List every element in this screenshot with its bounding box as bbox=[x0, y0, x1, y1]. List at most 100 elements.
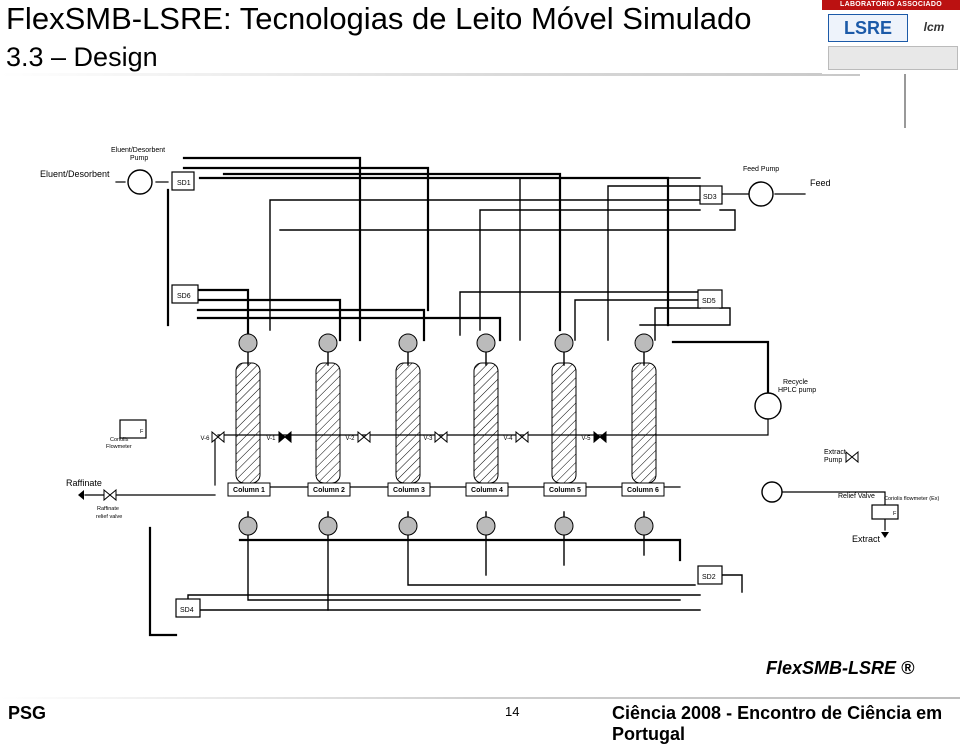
sd5-bus-3 bbox=[639, 307, 731, 326]
sd5-label: SD5 bbox=[702, 298, 716, 305]
valve-icon bbox=[357, 430, 371, 444]
coriolis-right-box bbox=[871, 504, 899, 520]
sd1-label: SD1 bbox=[177, 180, 191, 187]
feed-label: Feed bbox=[810, 178, 831, 188]
coriolis-left-label: Coriolis bbox=[110, 437, 129, 443]
sd3-label: SD3 bbox=[703, 194, 717, 201]
feed-bus-5 bbox=[279, 209, 736, 231]
logo-banner: LABORATÓRIO ASSOCIADO bbox=[822, 0, 960, 10]
partner-logo: lcm bbox=[923, 20, 945, 34]
column-4 bbox=[473, 333, 499, 536]
extract-pump-icon bbox=[761, 481, 783, 503]
footer-event-text: Ciência 2008 - Encontro de Ciência em Po… bbox=[612, 703, 943, 744]
sd6-bus-1 bbox=[196, 288, 250, 342]
sd4-label: SD4 bbox=[180, 607, 194, 614]
header-divider bbox=[0, 73, 860, 76]
lsre-logo: LABORATÓRIO ASSOCIADO LSRE lcm bbox=[822, 0, 960, 74]
column-3 bbox=[395, 333, 421, 536]
brand-mark: FlexSMB-LSRE ® bbox=[766, 658, 915, 678]
top-bus-1 bbox=[182, 156, 362, 342]
extract-pump-label-2: Pump bbox=[824, 457, 842, 464]
extract-label: Extract bbox=[852, 534, 881, 544]
relief-valve-icon bbox=[845, 450, 859, 464]
sd5-bus-1 bbox=[574, 299, 701, 341]
recycle-pump-label-2: HPLC pump bbox=[778, 387, 816, 394]
column-2-label: Column 2 bbox=[313, 487, 345, 494]
valve-label: V-3 bbox=[423, 436, 433, 442]
page-number: 14 bbox=[505, 704, 520, 719]
column-2 bbox=[315, 333, 341, 536]
sd2-box bbox=[697, 565, 723, 585]
coriolis-left-label-2: Flowmeter bbox=[106, 444, 132, 450]
footer-divider bbox=[0, 697, 960, 699]
coriolis-left-box bbox=[119, 419, 147, 439]
raffinate-arrow-icon bbox=[78, 490, 84, 500]
column-6-label: Column 6 bbox=[627, 487, 659, 494]
raffinate-valve-icon bbox=[103, 488, 117, 502]
section-subtitle: 3.3 – Design bbox=[6, 42, 158, 72]
sd5-bus-2 bbox=[654, 307, 701, 341]
recycle-pump-label: Recycle bbox=[783, 379, 808, 386]
page-title: FlexSMB-LSRE: Tecnologias de Leito Móvel… bbox=[6, 1, 752, 36]
column-4-label: Column 4 bbox=[471, 487, 503, 494]
feed-bus-3 bbox=[269, 199, 701, 331]
sd5-bus-4 bbox=[459, 291, 701, 336]
column-5 bbox=[551, 333, 577, 536]
raffinate-valve-label: Raffinate bbox=[97, 506, 119, 512]
valve-label: V-2 bbox=[345, 436, 355, 442]
column-1-label: Column 1 bbox=[233, 487, 265, 494]
sd2-label: SD2 bbox=[702, 574, 716, 581]
feed-bus-2 bbox=[607, 185, 701, 341]
coriolis-right-flow-label: F bbox=[893, 511, 897, 517]
column-6 bbox=[631, 333, 657, 536]
lsre-logo-text: LSRE bbox=[828, 14, 908, 42]
sd5-box bbox=[697, 289, 723, 309]
sd2-loop bbox=[722, 574, 743, 593]
eluent-pump-icon bbox=[127, 169, 153, 195]
inlet-lines bbox=[247, 351, 645, 366]
sd4-loop-left bbox=[148, 526, 178, 637]
outlet-lines bbox=[247, 511, 645, 526]
sd1-box bbox=[171, 171, 195, 191]
raffinate-label: Raffinate bbox=[66, 478, 102, 488]
column-5-label: Column 5 bbox=[549, 487, 581, 494]
valve-label: V-4 bbox=[503, 436, 513, 442]
feed-bus-4 bbox=[479, 209, 701, 331]
column-1 bbox=[235, 333, 261, 536]
valve-icon bbox=[434, 430, 448, 444]
valve-icon bbox=[515, 430, 529, 444]
valve-icon bbox=[211, 430, 225, 444]
top-bus-3 bbox=[222, 172, 562, 332]
columns-group bbox=[235, 333, 657, 536]
extract-pump-label: Extract bbox=[824, 449, 846, 456]
extract-arrow-icon bbox=[881, 532, 889, 538]
eluent-desorbent-label: Eluent/Desorbent bbox=[40, 169, 110, 179]
valve-label: V-5 bbox=[581, 436, 591, 442]
eluent-pump-label-2: Pump bbox=[130, 155, 148, 162]
feed-bus-1 bbox=[519, 177, 701, 341]
recycle-pump-icon bbox=[754, 392, 782, 420]
valve-label: V-6 bbox=[200, 436, 210, 442]
raffinate-valve-label-2: relief valve bbox=[96, 514, 122, 520]
feed-pump-label: Feed Pump bbox=[743, 166, 779, 173]
valve-label: V-1 bbox=[266, 436, 276, 442]
sd3-box bbox=[699, 185, 723, 205]
feed-pump-icon bbox=[748, 181, 774, 207]
column-3-label: Column 3 bbox=[393, 487, 425, 494]
sd6-bus-3 bbox=[196, 308, 426, 342]
coriolis-left-flow-label: F bbox=[140, 429, 144, 435]
valve-icon bbox=[593, 430, 607, 444]
logo-photo-strip bbox=[828, 46, 958, 70]
bottom-return-2 bbox=[247, 524, 681, 601]
coriolis-right-label: Coriolis flowmeter (Ex) bbox=[884, 496, 939, 502]
sd6-box bbox=[171, 284, 199, 304]
top-bus-2 bbox=[182, 166, 430, 312]
sd4-box bbox=[175, 598, 201, 618]
smb-process-diagram: Column 1 Column 2 Column 3 Column 4 Colu… bbox=[40, 147, 939, 637]
bottom-return-4 bbox=[407, 524, 696, 586]
footer-left-text: PSG bbox=[8, 703, 47, 723]
sd6-bus-2 bbox=[196, 298, 342, 342]
sd2-to-sd4 bbox=[187, 594, 701, 603]
valve-icon bbox=[278, 430, 292, 444]
bottom-return-1 bbox=[238, 538, 682, 562]
